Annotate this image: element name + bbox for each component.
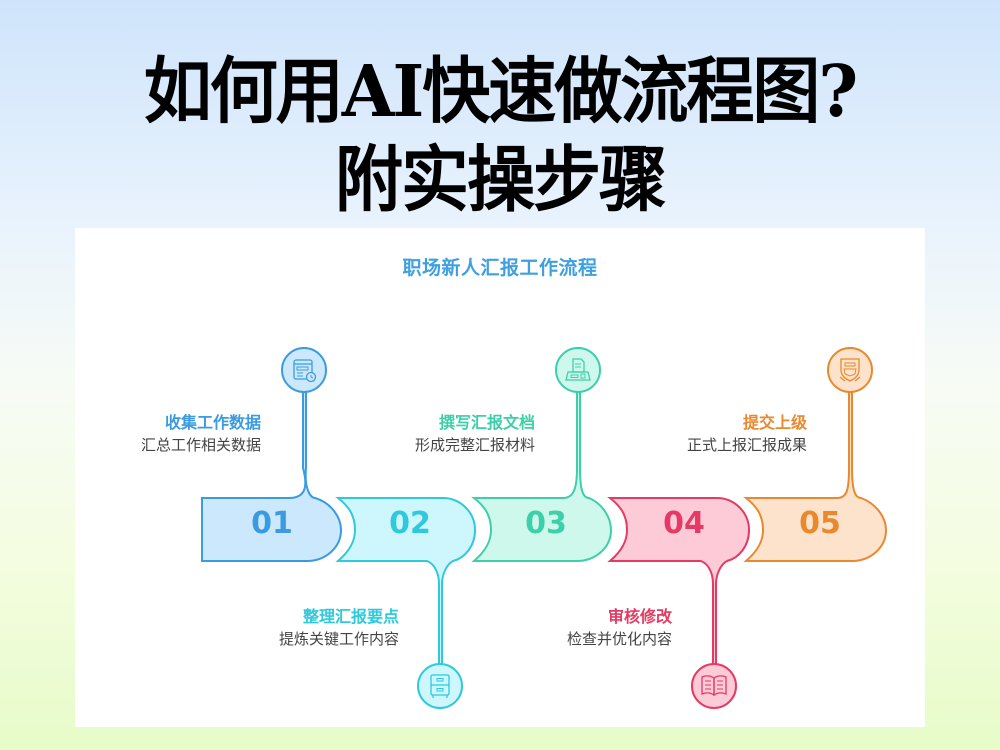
step-segment-01 [201, 347, 343, 562]
step-description: 汇总工作相关数据 [140, 436, 261, 454]
step-label-02: 整理汇报要点 提炼关键工作内容 [179, 606, 399, 650]
step-description: 检查并优化内容 [566, 630, 672, 648]
diagram-title: 职场新人汇报工作流程 [402, 257, 598, 279]
step-title: 提交上级 [742, 413, 807, 432]
step-description: 提炼关键工作内容 [278, 630, 399, 648]
step-segment-03 [471, 347, 613, 562]
headline-line-1: 如何用AI快速做流程图? [143, 49, 858, 134]
step-segment-05 [743, 347, 888, 562]
headline: 如何用AI快速做流程图? 附实操步骤 [0, 48, 1000, 224]
step-title: 审核修改 [607, 607, 672, 626]
flowchart-panel: 职场新人汇报工作流程 [75, 228, 925, 727]
step-title: 收集工作数据 [164, 413, 261, 432]
flow-graphic [201, 347, 888, 709]
step-label-05: 提交上级 正式上报汇报成果 [587, 412, 807, 456]
step-number-02: 02 [389, 506, 431, 541]
step-label-01: 收集工作数据 汇总工作相关数据 [41, 412, 261, 456]
step-number-05: 05 [799, 506, 841, 541]
fax-document-icon [555, 347, 601, 393]
step-description: 正式上报汇报成果 [686, 436, 807, 454]
step-label-04: 审核修改 检查并优化内容 [452, 606, 672, 650]
step-title: 整理汇报要点 [302, 607, 399, 626]
file-cabinet-icon [417, 663, 463, 709]
step-title: 撰写汇报文档 [438, 413, 535, 432]
headline-line-2: 附实操步骤 [334, 138, 667, 223]
step-number-04: 04 [663, 506, 705, 541]
step-number-01: 01 [251, 506, 293, 541]
shield-badge-icon [827, 347, 873, 393]
open-book-icon [691, 663, 737, 709]
step-number-03: 03 [525, 506, 567, 541]
step-label-03: 撰写汇报文档 形成完整汇报材料 [315, 412, 535, 456]
calendar-clock-icon [281, 347, 327, 393]
step-description: 形成完整汇报材料 [414, 436, 535, 454]
